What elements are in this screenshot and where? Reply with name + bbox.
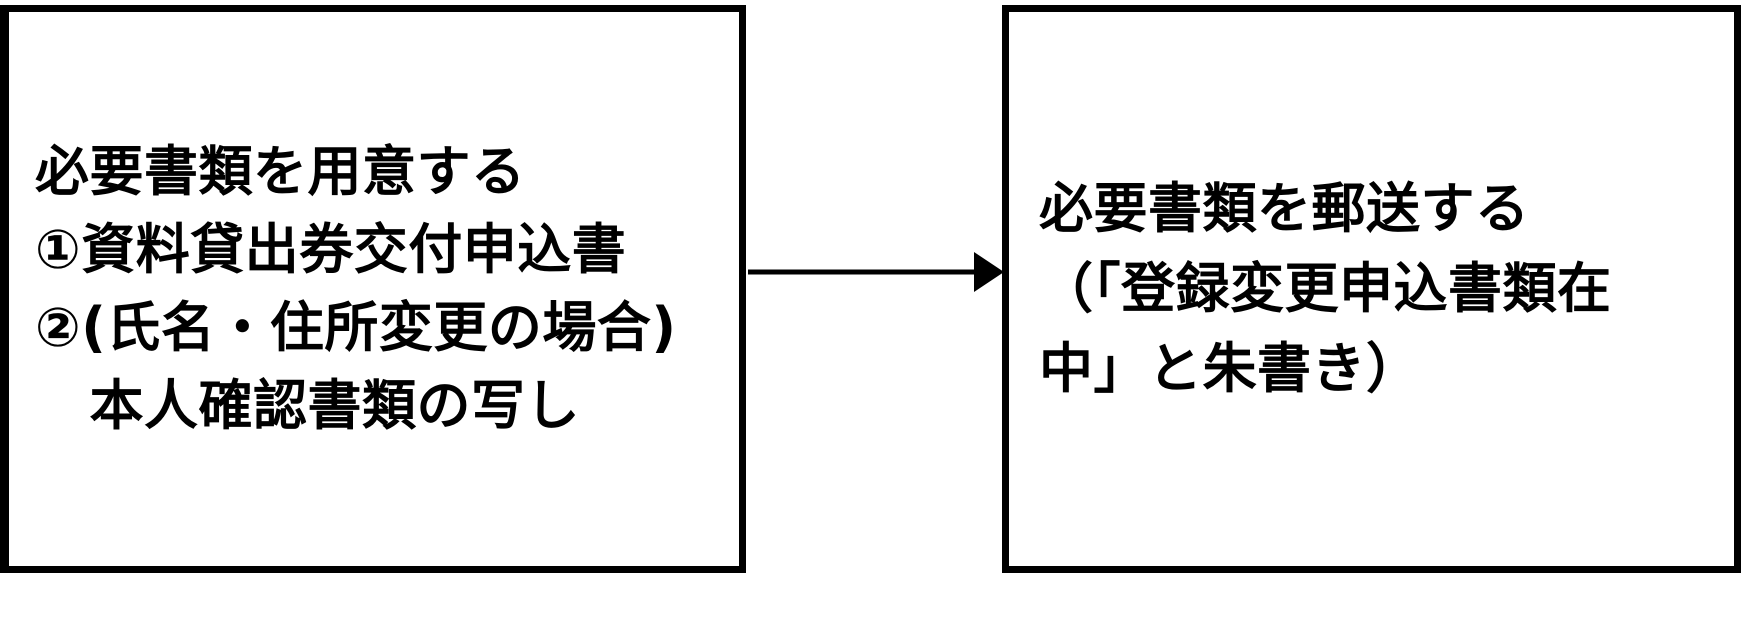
flow-node-mail-documents[interactable]: 必要書類を郵送する （「登録変更申込書類在 中」と朱書き） [1002, 5, 1741, 573]
node-text-line-2: （「登録変更申込書類在 [1039, 257, 1612, 320]
arrow-head-icon [974, 252, 1004, 292]
node-text-line-4: 本人確認書類の写し [35, 374, 580, 437]
node-text-line-1: 必要書類を用意する [35, 140, 526, 203]
node-text-line-1: 必要書類を郵送する [1039, 177, 1530, 240]
node-text-line-2: ①資料貸出券交付申込書 [35, 218, 627, 281]
flow-node-prepare-documents[interactable]: 必要書類を用意する ①資料貸出券交付申込書 ②(氏名・住所変更の場合) 本人確認… [0, 5, 746, 573]
arrow-prepare-to-mail [748, 252, 1004, 292]
node-text-line-3: 中」と朱書き） [1039, 337, 1421, 400]
node-text-block: 必要書類を郵送する （「登録変更申込書類在 中」と朱書き） [1009, 169, 1734, 409]
node-text-block: 必要書類を用意する ①資料貸出券交付申込書 ②(氏名・住所変更の場合) 本人確認… [9, 133, 739, 445]
node-text-line-3: ②(氏名・住所変更の場合) [35, 296, 677, 359]
